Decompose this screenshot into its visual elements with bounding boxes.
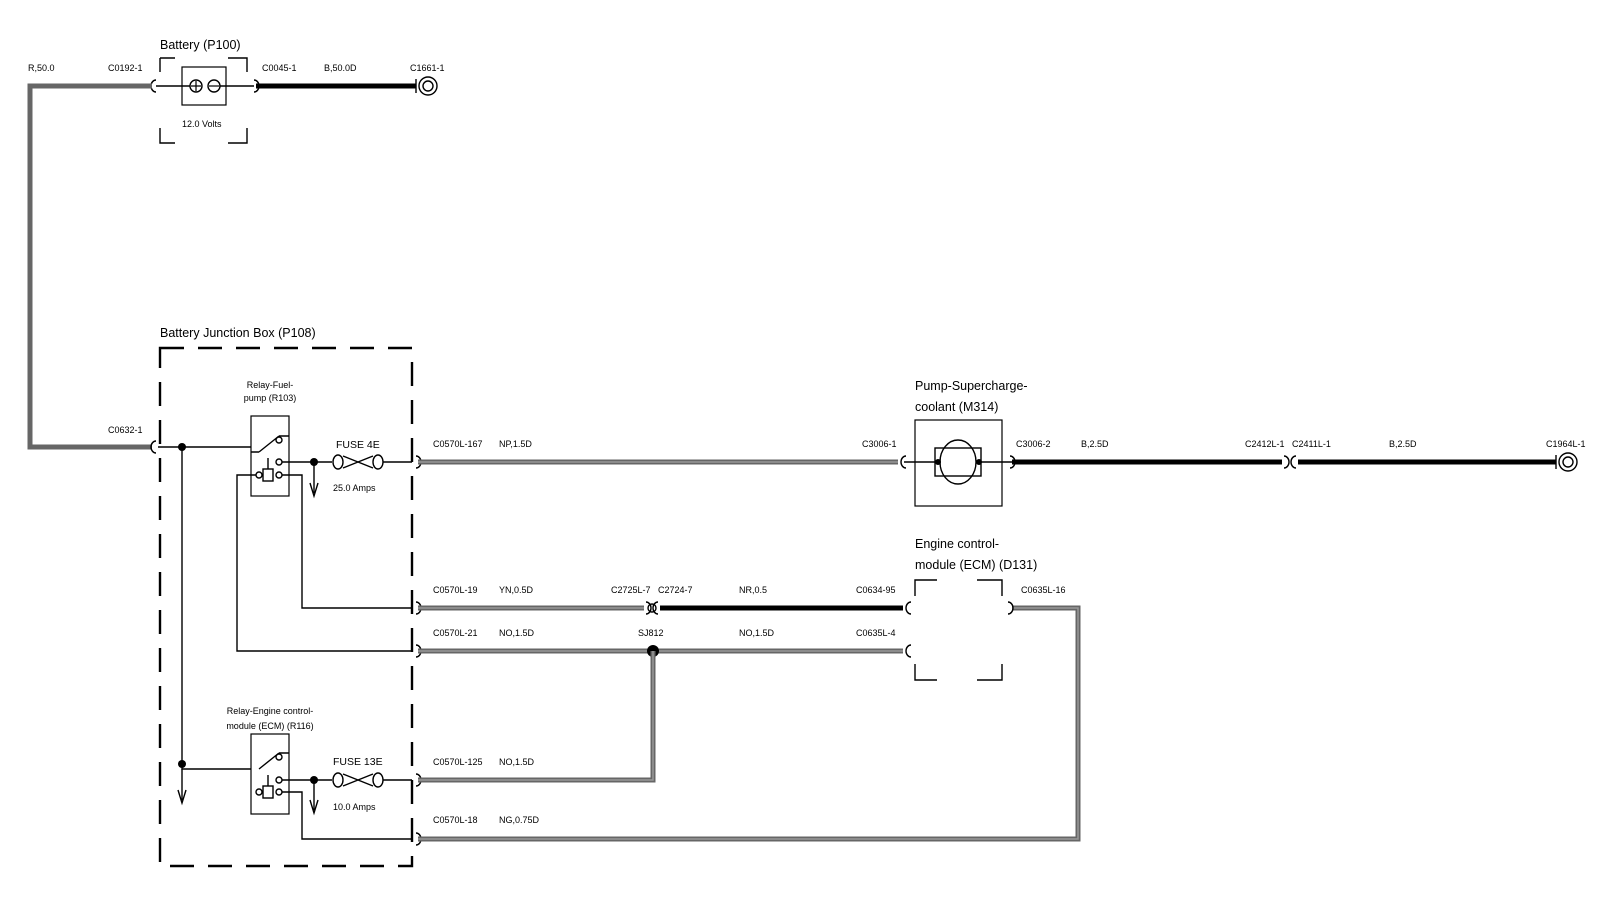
pump-right-connector: C3006-2	[1016, 439, 1051, 449]
wire-21-spec: NO,1.5D	[499, 628, 535, 638]
relay-fuel-label-2: pump (R103)	[244, 393, 297, 403]
battery-title: Battery (P100)	[160, 38, 241, 52]
ecm-pin-4: C0635L-4	[856, 628, 896, 638]
fuse-4e-rating: 25.0 Amps	[333, 483, 376, 493]
wire-125-connector: C0570L-125	[433, 757, 483, 767]
wire-167-spec: NP,1.5D	[499, 439, 532, 449]
wire-19-connector: C0570L-19	[433, 585, 478, 595]
ground-eyelet-inner-icon	[422, 80, 434, 92]
relay-fuel-coil-wire	[236, 474, 412, 652]
ground-eyelet-icon	[1558, 452, 1578, 472]
wire-ng-core	[418, 607, 1079, 840]
ground-eyelet-inner-icon	[1562, 456, 1574, 468]
relay-contact-icon	[275, 436, 283, 444]
ecm-title-1: Engine control-	[915, 537, 999, 551]
motor-terminal-icon	[976, 459, 982, 465]
junction-box-title: Battery Junction Box (P108)	[160, 326, 316, 340]
wire-nr-spec: NR,0.5	[739, 585, 767, 595]
relay-fuel-pump	[250, 415, 290, 497]
battery-junction-box: Battery Junction Box (P108) C0632-1 Rela…	[108, 326, 414, 868]
relay-contact-icon	[255, 788, 263, 796]
battery-ground-connector: C1661-1	[410, 63, 445, 73]
junction-box-outline	[158, 346, 414, 868]
relay-ecm-label-1: Relay-Engine control-	[227, 706, 314, 716]
wire-21-connector: C0570L-21	[433, 628, 478, 638]
inline-connector-left: C2725L-7	[611, 585, 651, 595]
wire-no-right-spec: NO,1.5D	[739, 628, 775, 638]
pump-wire-2-spec: B,2.5D	[1389, 439, 1417, 449]
inline-connector-icon	[647, 603, 657, 613]
pump-wire-1-spec: B,2.5D	[1081, 439, 1109, 449]
pump-box	[914, 419, 1003, 507]
input-connector: C0632-1	[108, 425, 143, 435]
fuse-terminal-icon	[372, 772, 384, 788]
relay-fuel-label-1: Relay-Fuel-	[247, 380, 294, 390]
ground-eyelet-icon	[418, 76, 438, 96]
fuse-4e-icon	[342, 455, 374, 469]
battery-voltage: 12.0 Volts	[182, 119, 222, 129]
wire-167-connector: C0570L-167	[433, 439, 483, 449]
engine-control-module: Engine control- module (ECM) (D131) C063…	[856, 537, 1066, 681]
fuse-13e-icon	[342, 773, 374, 787]
ground-arrow-icon	[177, 789, 187, 806]
wire-no-125-core	[418, 651, 654, 781]
pump-supercharge-coolant: Pump-Supercharge- coolant (M314) C3006-1…	[862, 379, 1586, 507]
pump-mid-right-connector: C2411L-1	[1292, 439, 1331, 449]
connector-icon	[905, 601, 1014, 658]
splice-dot-icon	[178, 760, 186, 768]
ground-arrow-icon	[309, 482, 319, 499]
inline-connector-right: C2724-7	[658, 585, 693, 595]
splice-dot-icon	[178, 443, 186, 451]
fuse-13e-name: FUSE 13E	[333, 756, 383, 768]
ecm-pin-16: C0635L-16	[1021, 585, 1066, 595]
battery-left-connector: C0192-1	[108, 63, 143, 73]
pump-title-1: Pump-Supercharge-	[915, 379, 1028, 393]
fuse-terminal-icon	[332, 772, 344, 788]
ecm-pin-95: C0634-95	[856, 585, 896, 595]
wire-18-spec: NG,0.75D	[499, 815, 540, 825]
battery-right-wire: B,50.0D	[324, 63, 357, 73]
pump-ground-connector: C1964L-1	[1546, 439, 1586, 449]
battery-left-wire: R,50.0	[28, 63, 55, 73]
battery-outline	[159, 57, 248, 144]
pump-title-2: coolant (M314)	[915, 400, 998, 414]
fuse-terminal-icon	[332, 454, 344, 470]
relay-ecm-output-wires	[282, 779, 412, 840]
relay-ecm-label-2: module (ECM) (R116)	[226, 721, 313, 731]
fuse-terminal-icon	[372, 454, 384, 470]
connector-icon	[645, 601, 659, 615]
relay-ecm	[250, 733, 290, 815]
relay-contact-icon	[275, 753, 283, 761]
ecm-outline	[914, 579, 1003, 681]
connector-icon	[150, 440, 157, 454]
fuse-13e-rating: 10.0 Amps	[333, 802, 376, 812]
battery-right-connector: C0045-1	[262, 63, 297, 73]
wire-19-spec: YN,0.5D	[499, 585, 534, 595]
harness-wires: C0570L-167 NP,1.5D C0570L-19 YN,0.5D C27…	[415, 439, 1081, 846]
ecm-title-2: module (ECM) (D131)	[915, 558, 1037, 572]
pump-left-connector: C3006-1	[862, 439, 897, 449]
pump-mid-left-connector: C2412L-1	[1245, 439, 1285, 449]
fuse-4e-name: FUSE 4E	[336, 439, 380, 451]
relay-fuel-output-wires	[282, 461, 412, 609]
ground-arrow-icon	[309, 799, 319, 816]
connector-icon	[1283, 455, 1297, 469]
splice-sj812: SJ812	[638, 628, 664, 638]
battery-feed-wire	[27, 83, 152, 450]
wire-ng	[418, 605, 1081, 842]
motor-terminal-icon	[935, 459, 941, 465]
wire-125-spec: NO,1.5D	[499, 757, 535, 767]
plus-icon	[191, 81, 201, 91]
battery-p100: Battery (P100) 12.0 Volts C0192-1 C0045-…	[27, 38, 445, 450]
wire-18-connector: C0570L-18	[433, 815, 478, 825]
